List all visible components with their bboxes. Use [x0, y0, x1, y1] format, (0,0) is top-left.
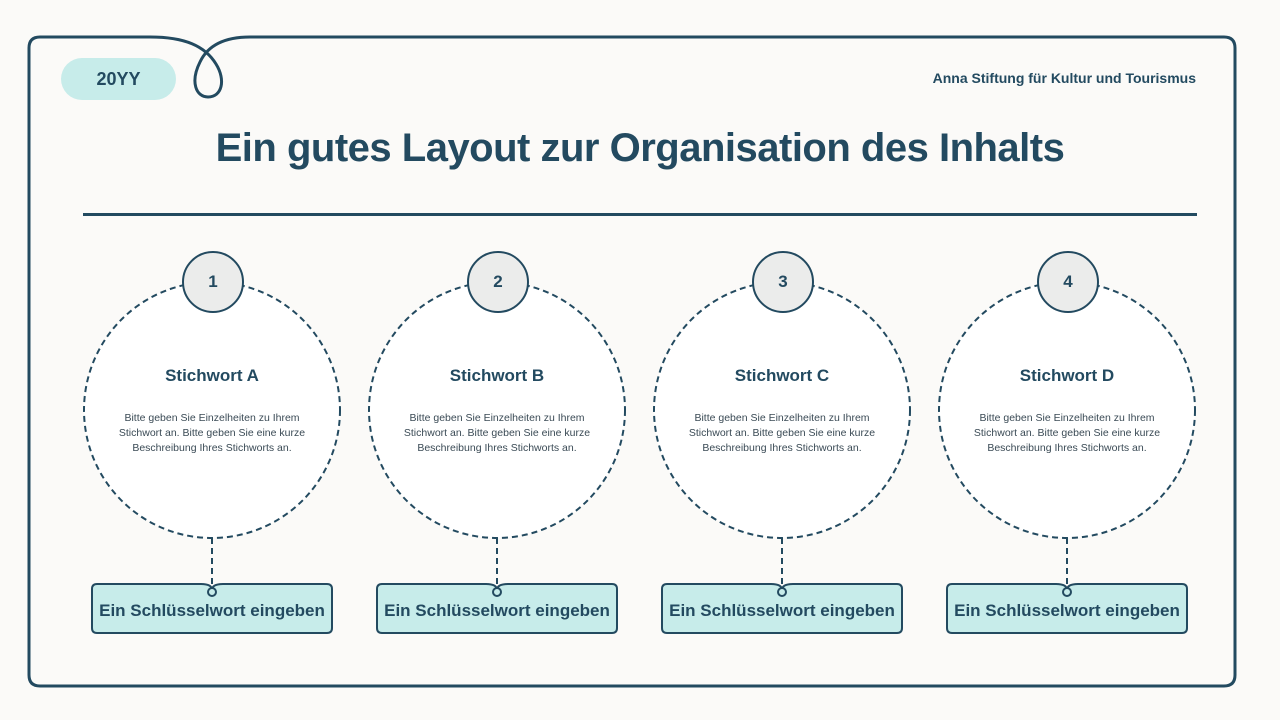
keyword-title: Stichwort B — [449, 366, 545, 385]
organization-name: Anna Stiftung für Kultur und Tourismus — [932, 70, 1196, 86]
keyword-title: Stichwort A — [165, 366, 259, 385]
page-title: Ein gutes Layout zur Organisation des In… — [215, 126, 1065, 170]
key-box-shape — [376, 583, 618, 634]
keyword-description: Bitte geben Sie Einzelheiten zu Ihrem St… — [688, 412, 876, 454]
keyword-input-box[interactable]: Ein Schlüsselwort eingeben — [376, 583, 618, 634]
number-text: 2 — [493, 272, 503, 291]
year-text: 20YY — [96, 68, 141, 89]
keyword-item-1: 1 Stichwort A Bitte geben Sie Einzelheit… — [82, 248, 342, 638]
keyword-description: Bitte geben Sie Einzelheiten zu Ihrem St… — [403, 412, 591, 454]
keyword-title: Stichwort C — [734, 366, 830, 385]
number-text: 3 — [778, 272, 788, 291]
keyword-input-box[interactable]: Ein Schlüsselwort eingeben — [661, 583, 903, 634]
keyword-description: Bitte geben Sie Einzelheiten zu Ihrem St… — [973, 412, 1161, 454]
year-badge: 20YY — [61, 58, 176, 100]
keyword-description: Bitte geben Sie Einzelheiten zu Ihrem St… — [118, 412, 306, 454]
number-badge: 3 — [752, 251, 814, 313]
keyword-input-label: Ein Schlüsselwort eingeben — [954, 601, 1180, 620]
number-text: 1 — [208, 272, 218, 291]
keyword-input-label: Ein Schlüsselwort eingeben — [669, 601, 895, 620]
key-box-shape — [946, 583, 1188, 634]
dashed-circle — [653, 281, 911, 586]
keyword-title: Stichwort D — [1019, 366, 1115, 385]
key-box-shape — [661, 583, 903, 634]
number-badge: 2 — [467, 251, 529, 313]
keyword-input-label: Ein Schlüsselwort eingeben — [384, 601, 610, 620]
key-box-shape — [91, 583, 333, 634]
keyword-item-3: 3 Stichwort C Bitte geben Sie Einzelheit… — [652, 248, 912, 638]
number-text: 4 — [1063, 272, 1073, 291]
keyword-input-box[interactable]: Ein Schlüsselwort eingeben — [91, 583, 333, 634]
number-badge: 1 — [182, 251, 244, 313]
number-badge: 4 — [1037, 251, 1099, 313]
keyword-input-box[interactable]: Ein Schlüsselwort eingeben — [946, 583, 1188, 634]
keyword-item-2: 2 Stichwort B Bitte geben Sie Einzelheit… — [367, 248, 627, 638]
title-divider — [83, 213, 1197, 216]
keyword-input-label: Ein Schlüsselwort eingeben — [99, 601, 325, 620]
keyword-item-4: 4 Stichwort D Bitte geben Sie Einzelheit… — [937, 248, 1197, 638]
